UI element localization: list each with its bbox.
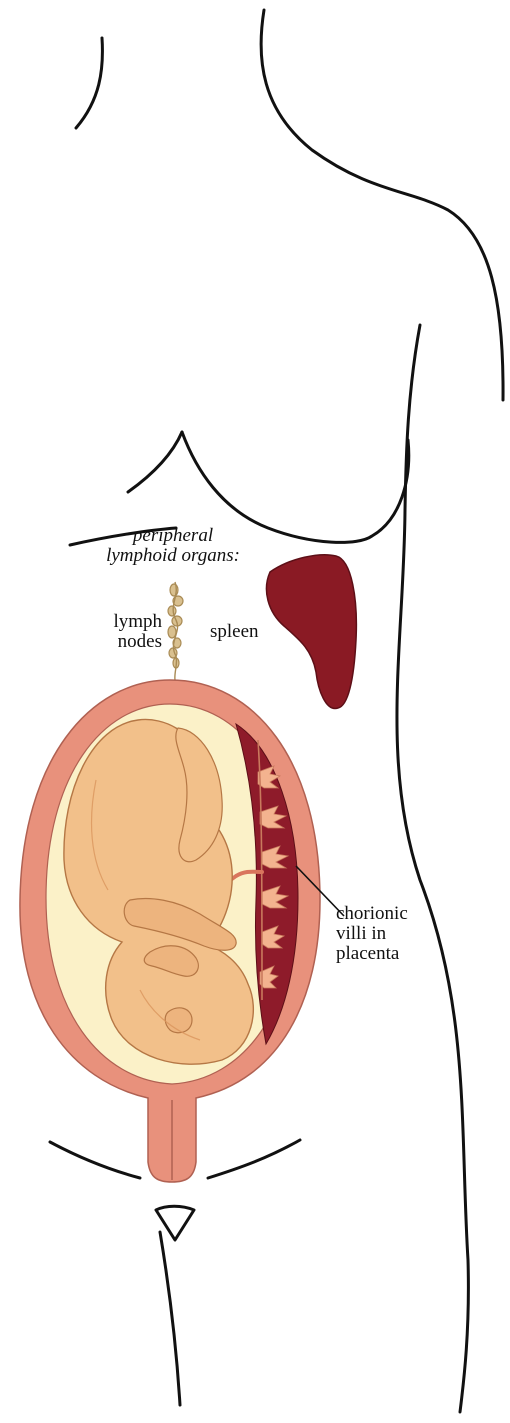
lymphoid-heading-line1: peripheral (78, 526, 268, 546)
spleen-organ-icon (266, 555, 356, 709)
chorionic-villi-label-line2: villi in (336, 924, 408, 944)
spleen-label: spleen (210, 622, 259, 642)
back-curve-line (397, 325, 468, 1412)
belly-left-line (50, 1142, 140, 1178)
chorionic-villi-label-line3: placenta (336, 944, 408, 964)
lymphoid-heading: peripheral lymphoid organs: (78, 526, 268, 566)
lymph-nodes-label: lymph nodes (96, 612, 162, 652)
lymph-nodes-label-line1: lymph (96, 612, 162, 632)
neck-left-line (76, 38, 102, 128)
chorionic-villi-label-line1: chorionic (336, 904, 408, 924)
thigh-left-line (160, 1232, 180, 1405)
fetus-ear (165, 1008, 192, 1033)
breast-left-line (128, 432, 182, 492)
lymph-node (168, 606, 176, 616)
chorionic-villi-label: chorionic villi in placenta (336, 904, 408, 964)
belly-right-line (208, 1140, 300, 1178)
lymph-node-chain-icon (168, 582, 183, 680)
lymphoid-heading-line2: lymphoid organs: (78, 546, 268, 566)
neck-right-line (261, 10, 503, 400)
lymph-node (170, 584, 178, 596)
lymph-node (168, 626, 176, 638)
spleen-label-text: spleen (210, 621, 259, 642)
lymph-nodes-label-line2: nodes (96, 632, 162, 652)
